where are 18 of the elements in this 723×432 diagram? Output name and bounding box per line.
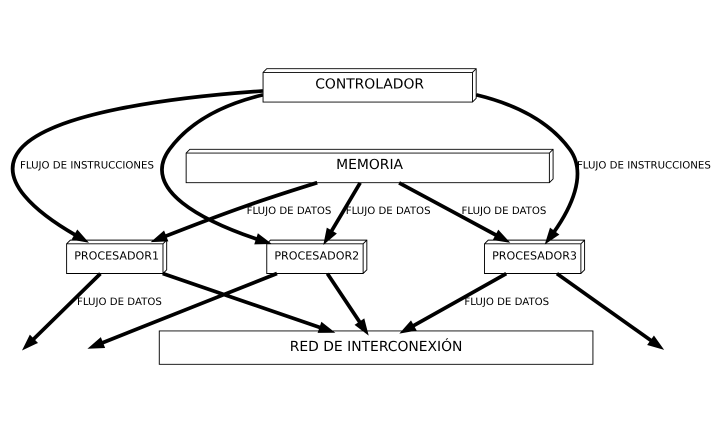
- arrow: [399, 272, 508, 334]
- arrow: [150, 180, 318, 242]
- edge-label: FLUJO DE DATOS: [462, 206, 546, 216]
- arrow: [11, 88, 263, 242]
- edge-label: FLUJO DE DATOS: [246, 206, 332, 216]
- arrow: [326, 272, 369, 336]
- arrow: [398, 180, 510, 242]
- arrow: [87, 271, 278, 348]
- edge-label: FLUJO DE DATOS: [346, 206, 431, 216]
- arrow: [22, 272, 102, 350]
- arrow: [162, 271, 336, 332]
- edge-label: FLUJO DE DATOS: [464, 296, 550, 308]
- arrow: [476, 92, 580, 244]
- node-box: RED DE INTERCONEXIÓN: [158, 330, 594, 364]
- edge-label: FLUJO DE INSTRUCCIONES: [20, 160, 154, 172]
- arrow: [323, 181, 362, 244]
- arrow: [556, 272, 664, 350]
- edge-label: FLUJO DE DATOS: [77, 296, 162, 308]
